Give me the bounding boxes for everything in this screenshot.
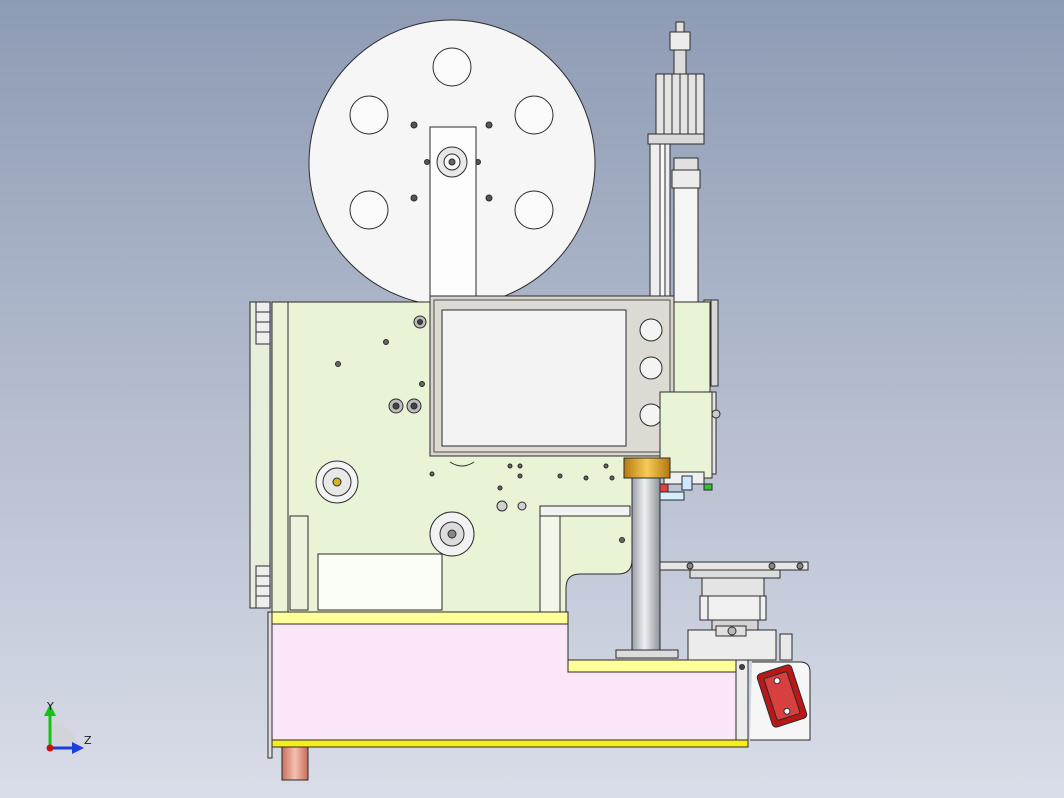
reel-hole bbox=[349, 95, 389, 135]
triad-y-label: Y bbox=[46, 700, 54, 713]
support-pole bbox=[615, 457, 679, 659]
red-clamp bbox=[750, 661, 811, 741]
frame-fittings bbox=[315, 315, 625, 557]
product-fixture bbox=[659, 561, 809, 661]
brass-coupling bbox=[623, 457, 671, 479]
reel-hole bbox=[514, 190, 554, 230]
reel-arm bbox=[429, 126, 477, 313]
triad-z-label: Z bbox=[84, 734, 92, 747]
base-strip bbox=[271, 739, 749, 748]
panel-button bbox=[639, 318, 663, 342]
panel-button bbox=[639, 403, 663, 427]
panel-button bbox=[639, 356, 663, 380]
copper-foot bbox=[281, 746, 309, 781]
coordinate-triad: Y Z bbox=[44, 700, 92, 754]
reel-hole bbox=[514, 95, 554, 135]
connector-block bbox=[655, 391, 713, 501]
touch-screen bbox=[441, 309, 627, 447]
control-panel bbox=[429, 295, 675, 457]
reel-hole bbox=[432, 47, 472, 87]
reel-hole bbox=[349, 190, 389, 230]
